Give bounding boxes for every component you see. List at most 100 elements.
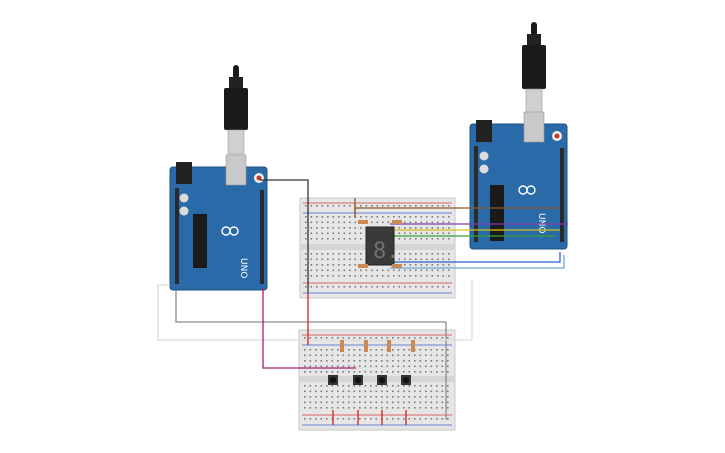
resistor-icon bbox=[358, 220, 402, 268]
arduino-uno-left[interactable]: UNO bbox=[169, 154, 268, 291]
breadboard-hole bbox=[327, 275, 329, 277]
breadboard-hole bbox=[393, 269, 395, 272]
breadboard-hole bbox=[326, 418, 328, 420]
breadboard-hole bbox=[430, 407, 433, 409]
breadboard-hole bbox=[360, 227, 362, 229]
breadboard-hole bbox=[425, 349, 427, 351]
breadboard-hole bbox=[342, 401, 345, 404]
breadboard-hole bbox=[375, 407, 378, 409]
breadboard-hole bbox=[419, 401, 422, 404]
breadboard-hole bbox=[348, 349, 350, 351]
breadboard-hole bbox=[326, 390, 328, 393]
breadboard-hole bbox=[337, 407, 339, 409]
breadboard-hole bbox=[442, 221, 445, 224]
breadboard-hole bbox=[419, 371, 422, 373]
breadboard-hole bbox=[447, 354, 449, 357]
breadboard-hole bbox=[414, 365, 416, 368]
breadboard-hole bbox=[331, 365, 334, 368]
breadboard-hole bbox=[415, 286, 417, 288]
breadboard-hole bbox=[442, 286, 445, 288]
breadboard-hole bbox=[448, 275, 450, 277]
breadboard-hole bbox=[315, 390, 317, 393]
breadboard-hole bbox=[343, 269, 346, 272]
breadboard-hole bbox=[448, 253, 450, 255]
breadboard-hole bbox=[436, 360, 438, 362]
breadboard-hole bbox=[343, 286, 346, 288]
breadboard-hole bbox=[343, 227, 346, 229]
seven-segment-display-icon: 8. bbox=[365, 226, 400, 266]
breadboard-hole bbox=[393, 205, 395, 207]
breadboard-hole bbox=[354, 275, 357, 277]
board-label: UNO bbox=[536, 213, 546, 233]
breadboard-hole bbox=[354, 238, 357, 240]
breadboard-hole bbox=[414, 337, 416, 339]
breadboard-hole bbox=[382, 269, 384, 272]
breadboard-hole bbox=[426, 258, 428, 261]
breadboard-hole bbox=[381, 371, 383, 373]
breadboard-hole bbox=[320, 360, 323, 362]
breadboard-hole bbox=[375, 354, 378, 357]
arduino-uno-right[interactable]: UNO bbox=[469, 111, 568, 250]
breadboard-hole bbox=[309, 390, 312, 393]
breadboard-hole bbox=[382, 216, 384, 218]
breadboard-hole bbox=[442, 238, 445, 240]
breadboard-hole bbox=[309, 385, 312, 387]
breadboard-hole bbox=[397, 401, 400, 404]
breadboard-hole bbox=[420, 253, 423, 255]
breadboard-hole bbox=[354, 253, 357, 255]
breadboard-hole bbox=[409, 205, 412, 207]
breadboard-hole bbox=[360, 286, 362, 288]
breadboard-hole bbox=[321, 264, 324, 266]
breadboard-hole bbox=[431, 269, 434, 272]
breadboard-hole bbox=[447, 396, 449, 398]
breadboard-hole bbox=[426, 269, 428, 272]
breadboard-hole bbox=[425, 365, 427, 368]
breadboard-hole bbox=[419, 365, 422, 368]
breadboard-hole bbox=[327, 253, 329, 255]
breadboard-hole bbox=[408, 407, 411, 409]
breadboard-hole bbox=[392, 396, 394, 398]
breadboard-hole bbox=[426, 238, 428, 240]
breadboard-hole bbox=[353, 354, 356, 357]
breadboard-hole bbox=[304, 371, 306, 373]
breadboard-hole bbox=[354, 227, 357, 229]
breadboard-hole bbox=[359, 396, 361, 398]
breadboard-hole bbox=[305, 286, 307, 288]
breadboard-hole bbox=[375, 360, 378, 362]
breadboard-hole bbox=[364, 407, 367, 409]
breadboard-hole bbox=[408, 360, 411, 362]
breadboard-hole bbox=[309, 418, 312, 420]
breadboard-hole bbox=[360, 253, 362, 255]
breadboard-hole bbox=[448, 216, 450, 218]
breadboard-hole bbox=[437, 253, 439, 255]
breadboard-hole bbox=[353, 418, 356, 420]
breadboard-hole bbox=[327, 221, 329, 224]
breadboard-hole bbox=[305, 238, 307, 240]
breadboard-hole bbox=[441, 385, 444, 387]
breadboard-hole bbox=[353, 337, 356, 339]
breadboard-hole bbox=[338, 264, 340, 266]
usb-cable-icon bbox=[224, 65, 248, 155]
breadboard-hole bbox=[305, 221, 307, 224]
breadboard-hole bbox=[349, 275, 351, 277]
breadboard-hole bbox=[359, 337, 361, 339]
breadboard-hole bbox=[448, 205, 450, 207]
breadboard-hole bbox=[392, 418, 394, 420]
breadboard-hole bbox=[364, 371, 367, 373]
breadboard-hole bbox=[448, 232, 450, 235]
breadboard-hole bbox=[408, 354, 411, 357]
breadboard-hole bbox=[419, 390, 422, 393]
breadboard-hole bbox=[338, 253, 340, 255]
breadboard-hole bbox=[304, 418, 306, 420]
breadboard-hole bbox=[441, 360, 444, 362]
breadboard-hole bbox=[364, 360, 367, 362]
breadboard-hole bbox=[397, 385, 400, 387]
breadboard-hole bbox=[442, 258, 445, 261]
pushbutton-icon[interactable] bbox=[328, 375, 411, 385]
breadboard-hole bbox=[315, 365, 317, 368]
breadboard-hole bbox=[430, 360, 433, 362]
breadboard-hole bbox=[370, 349, 372, 351]
breadboard-hole bbox=[309, 354, 312, 357]
bottom-wires bbox=[332, 410, 407, 425]
